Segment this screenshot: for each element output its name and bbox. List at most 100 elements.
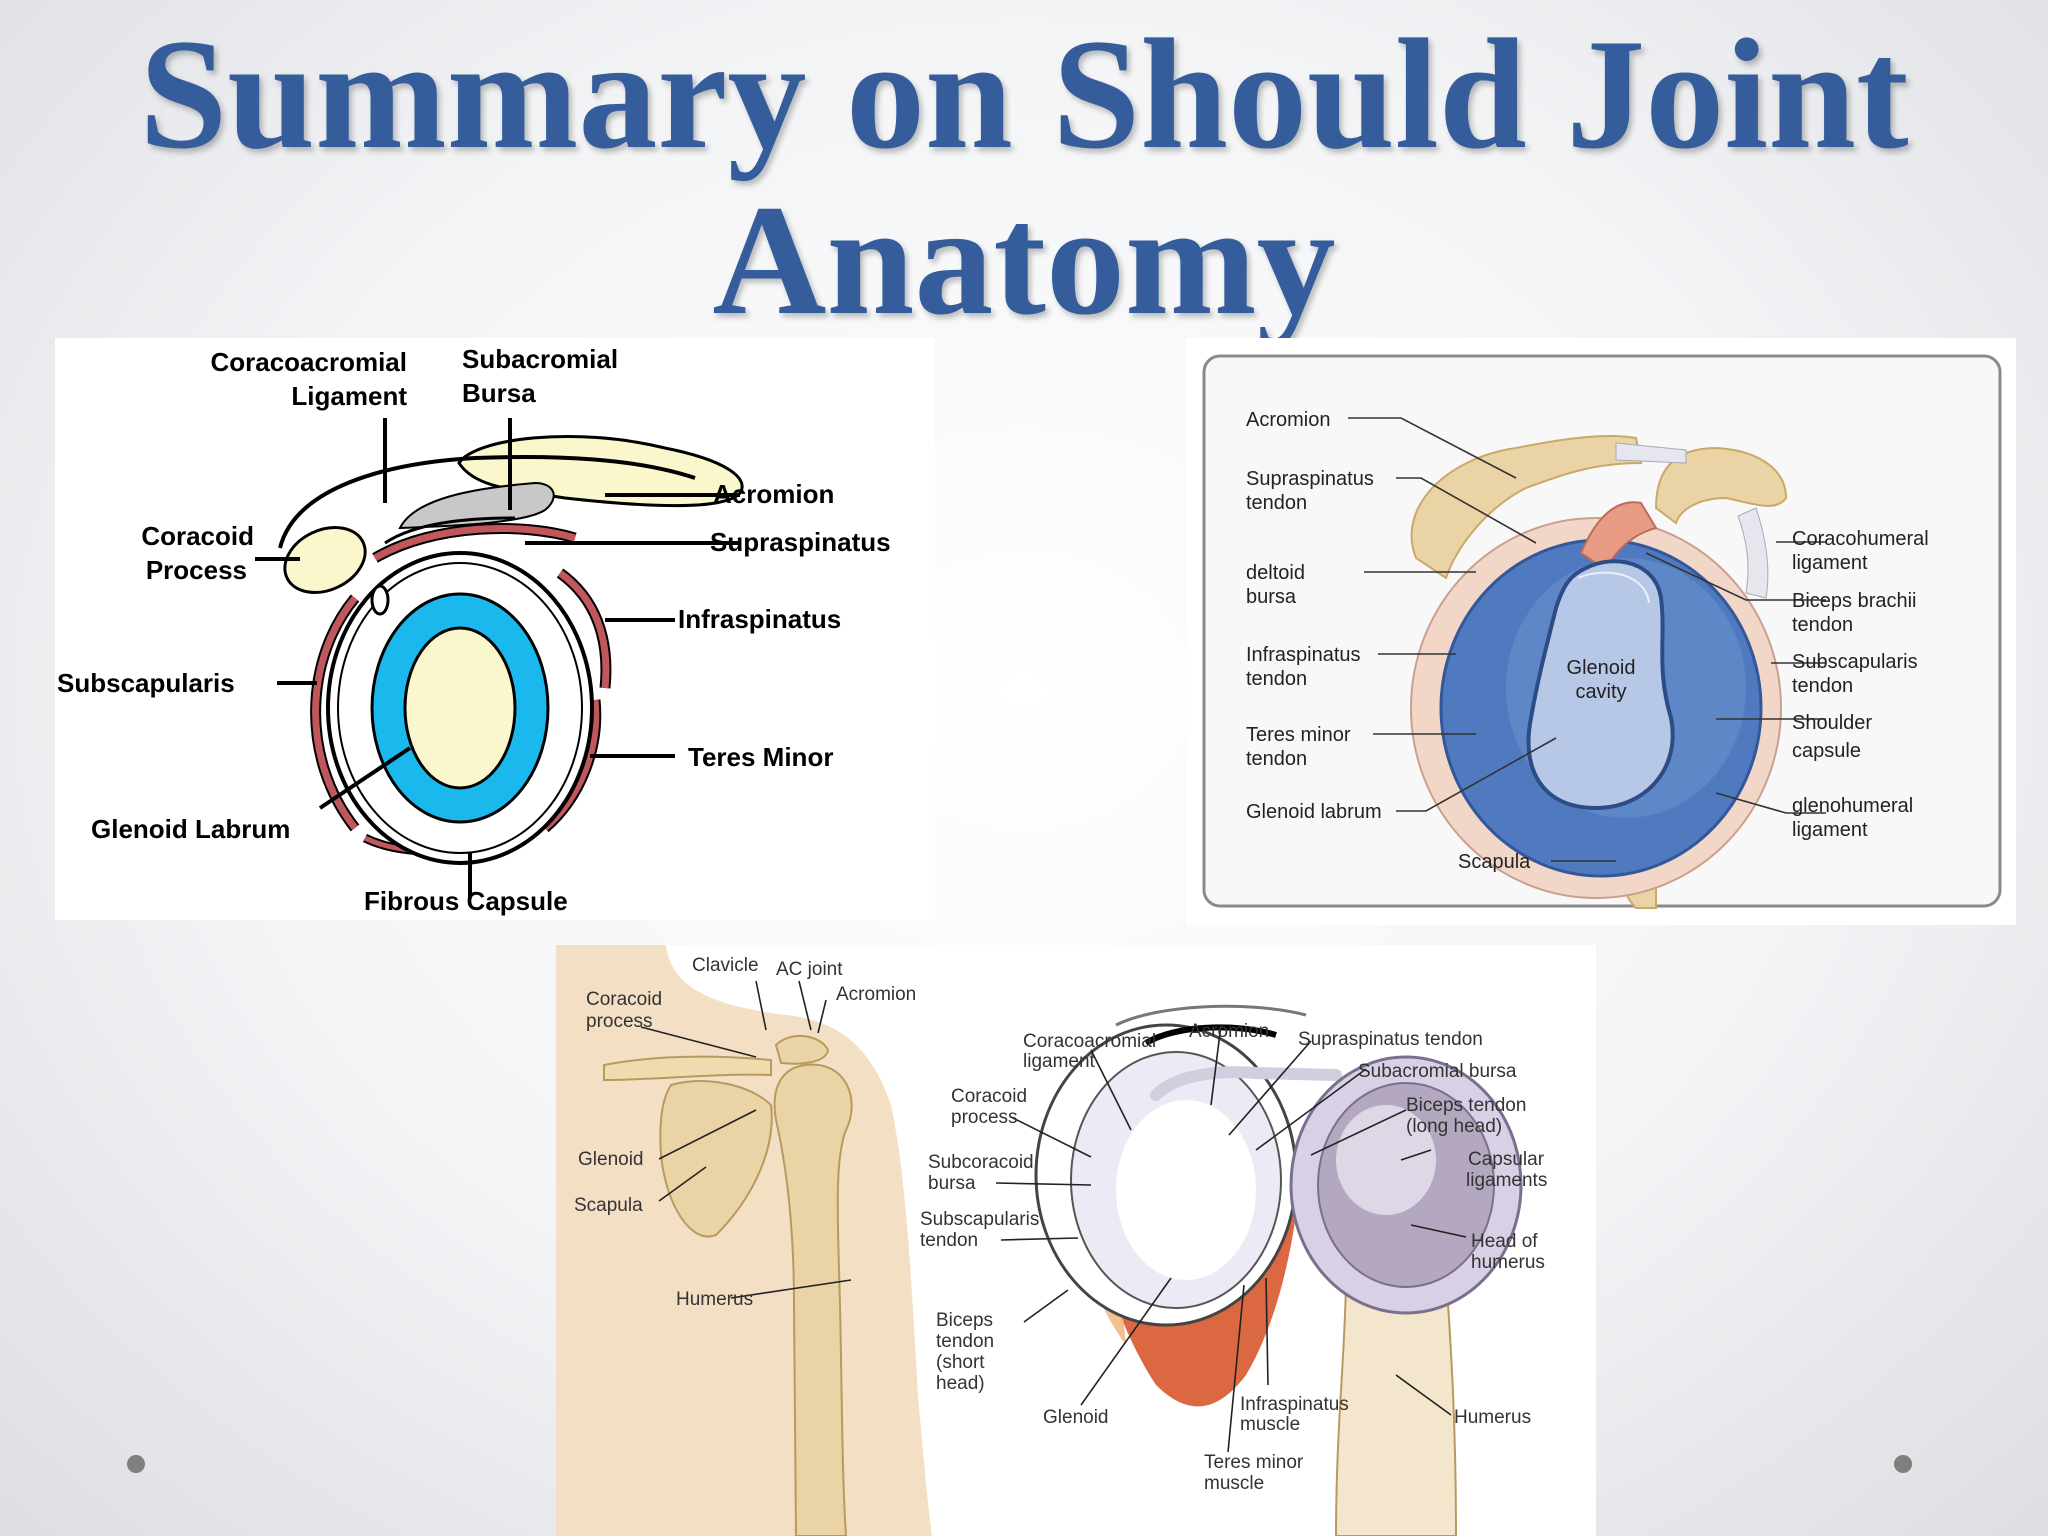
label-humerus-right: Humerus <box>1454 1407 1531 1428</box>
label-coracoid-left-2: process <box>586 1011 653 1032</box>
label-shoulder-capsule-2: capsule <box>1792 740 1861 762</box>
biceps-long-tendon-shape <box>1150 1066 1342 1101</box>
label-glenohumeral-1: glenohumeral <box>1792 795 1913 817</box>
label-biceps-2: tendon <box>1792 614 1853 636</box>
label-clavicle: Clavicle <box>692 955 759 976</box>
slide-title-line-1: Summary on Should Joint <box>139 7 1909 182</box>
next-slide-dot[interactable] <box>1894 1455 1912 1473</box>
capsule-hole <box>370 584 390 616</box>
label-infraspinatus-2: muscle <box>1240 1414 1300 1435</box>
label-coracohumeral-2: ligament <box>1792 552 1868 574</box>
label-infraspinatus-2: tendon <box>1246 668 1307 690</box>
supraspinatus-fill <box>373 524 577 562</box>
label-coracoid-left-1: Coracoid <box>586 989 662 1010</box>
schematic-labels: Coracoacromial Ligament Subacromial Burs… <box>57 344 891 916</box>
label-subscapularis-1: Subscapularis <box>920 1209 1039 1230</box>
label-glenoid-cavity-1: Glenoid <box>1567 657 1636 679</box>
glenoid-fossa-center <box>1116 1100 1256 1280</box>
label-supraspinatus: Supraspinatus <box>710 527 891 557</box>
capsule-inner-ring <box>337 562 583 854</box>
diagram-schematic-panel: Coracoacromial Ligament Subacromial Burs… <box>55 338 935 920</box>
label-glenoid-left: Glenoid <box>578 1149 644 1170</box>
label-supraspinatus-2: tendon <box>1246 492 1307 514</box>
coracoid-shape <box>283 526 367 594</box>
label-infraspinatus-1: Infraspinatus <box>1246 644 1361 666</box>
infraspinatus-fill <box>557 570 610 689</box>
label-acromion-right: Acromion <box>1189 1021 1269 1042</box>
glenoid-cavity-shape <box>1526 559 1675 811</box>
overview-leader-lines <box>640 980 1467 1453</box>
humerus-shaft-right <box>1334 1274 1458 1536</box>
label-biceps-short-2: tendon <box>936 1331 994 1352</box>
label-infraspinatus: Infraspinatus <box>678 604 841 634</box>
label-subscapularis-2: tendon <box>920 1230 978 1251</box>
label-biceps-short-3: (short <box>936 1352 985 1373</box>
label-teres-2: muscle <box>1204 1473 1264 1494</box>
label-humerus-left: Humerus <box>676 1289 753 1310</box>
label-coracoid-right-1: Coracoid <box>951 1086 1027 1107</box>
label-acromion: Acromion <box>713 479 834 509</box>
label-biceps-long-1: Biceps tendon <box>1406 1095 1526 1116</box>
label-infraspinatus-1: Infraspinatus <box>1240 1394 1349 1415</box>
overview-labels: Clavicle AC joint Acromion Coracoid proc… <box>574 955 1547 1494</box>
label-scapula: Scapula <box>574 1195 643 1216</box>
label-biceps-1: Biceps brachii <box>1792 590 1917 612</box>
label-teres-1: Teres minor <box>1246 724 1351 746</box>
label-glenoid-cavity-2: cavity <box>1575 681 1626 703</box>
label-coracohumeral-1: Coracohumeral <box>1792 528 1929 550</box>
label-capsular-2: ligaments <box>1466 1170 1547 1191</box>
label-subscapularis-2: tendon <box>1792 675 1853 697</box>
schematic-leader-lines <box>255 418 740 898</box>
bursa-shape <box>398 481 555 530</box>
label-subscapularis: Subscapularis <box>57 668 235 698</box>
humeral-head-highlight <box>1336 1105 1436 1215</box>
bursa-arc <box>1144 1024 1277 1046</box>
label-ac-joint: AC joint <box>776 959 843 980</box>
label-coracoacromial-2: Ligament <box>291 381 407 411</box>
label-coracoacromial-2: ligament <box>1023 1051 1096 1072</box>
label-coracoacromial-1: Coracoacromial <box>210 347 407 377</box>
ligament-inner-arc <box>384 516 516 545</box>
label-teres-1: Teres minor <box>1204 1452 1304 1473</box>
biceps-tendon-shape <box>1579 501 1658 572</box>
diagram-overview-panel: Clavicle AC joint Acromion Coracoid proc… <box>556 945 1596 1536</box>
label-acromion-left: Acromion <box>836 984 916 1005</box>
label-deltoid-2: bursa <box>1246 586 1297 608</box>
label-subacromial-bursa: Subacromial bursa <box>1358 1061 1517 1082</box>
label-subscapularis-1: Subscapularis <box>1792 651 1918 673</box>
subscapularis-fill <box>312 595 358 831</box>
label-deltoid-1: deltoid <box>1246 562 1305 584</box>
coracoacromial-ligament-shape <box>278 455 696 549</box>
glenoid-diagram: Acromion Supraspinatus tendon deltoid bu… <box>1202 354 2002 909</box>
glenoid-shape <box>403 626 517 790</box>
overview-diagram: Clavicle AC joint Acromion Coracoid proc… <box>556 945 1547 1536</box>
label-subacromial-2: Bursa <box>462 378 536 408</box>
label-subacromial-1: Subacromial <box>462 344 618 374</box>
label-glenoid-labrum: Glenoid labrum <box>1246 801 1382 823</box>
coracohumeral-ligament-band <box>1737 507 1769 599</box>
label-supraspinatus-tendon: Supraspinatus tendon <box>1298 1029 1483 1050</box>
acromion-arch-shape <box>1410 435 1643 580</box>
label-fibrous-capsule: Fibrous Capsule <box>364 886 568 916</box>
label-biceps-short-4: head) <box>936 1373 985 1394</box>
label-shoulder-capsule-1: Shoulder <box>1792 712 1872 734</box>
prev-slide-dot[interactable] <box>127 1455 145 1473</box>
label-subcoracoid-1: Subcoracoid <box>928 1152 1034 1173</box>
label-head-humerus-1: Head of <box>1471 1231 1538 1252</box>
slide-title-line-2: Anatomy <box>712 173 1336 348</box>
label-coracoid-2: Process <box>146 555 247 585</box>
coracoacromial-ligament-band <box>1615 442 1687 464</box>
label-coracoid-1: Coracoid <box>141 521 254 551</box>
label-head-humerus-2: humerus <box>1471 1252 1545 1273</box>
label-teres-minor: Teres Minor <box>688 742 833 772</box>
body-silhouette <box>556 945 932 1536</box>
clavicle-shape <box>603 1055 772 1082</box>
schematic-diagram: Coracoacromial Ligament Subacromial Burs… <box>57 344 891 916</box>
label-acromion: Acromion <box>1246 409 1330 431</box>
label-teres-2: tendon <box>1246 748 1307 770</box>
glenoid-leader-lines <box>1348 417 1826 862</box>
coracoacromial-ligament-arc <box>1115 1004 1307 1027</box>
label-supraspinatus-1: Supraspinatus <box>1246 468 1374 490</box>
diagram-glenoid-panel: Acromion Supraspinatus tendon deltoid bu… <box>1186 338 2016 925</box>
label-biceps-short-1: Biceps <box>936 1310 993 1331</box>
